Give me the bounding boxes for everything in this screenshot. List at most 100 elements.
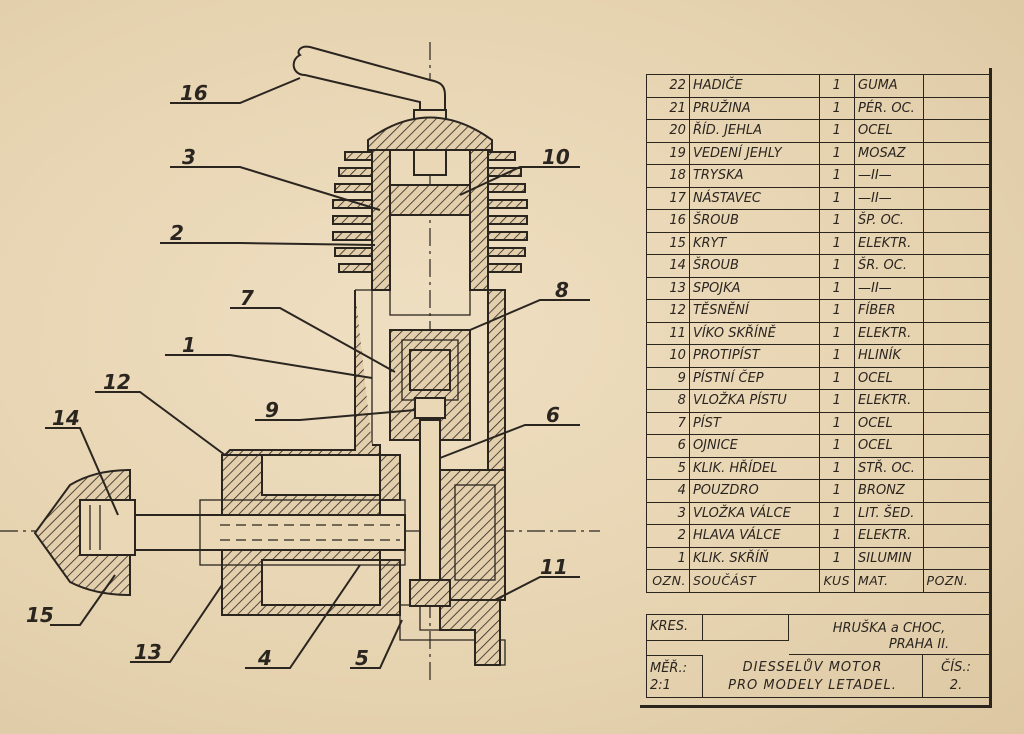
part-number: 5 <box>646 456 690 480</box>
header-note: POZN. <box>922 569 991 593</box>
part-note <box>922 501 991 525</box>
callout-9: 9 <box>265 398 279 422</box>
part-note <box>922 186 991 210</box>
title-line-1: DIESSELŮV MOTOR <box>742 660 883 675</box>
part-name: KLIK. SKŘÍŇ <box>688 546 820 570</box>
callout-14: 14 <box>52 406 80 430</box>
part-quantity: 1 <box>818 276 856 300</box>
part-quantity: 1 <box>818 389 856 413</box>
part-quantity: 1 <box>818 434 856 458</box>
part-name: HADIČE <box>688 74 820 98</box>
part-quantity: 1 <box>818 411 856 435</box>
part-material: LIT. ŠED. <box>854 501 924 525</box>
piston-pin <box>414 397 446 419</box>
part-name: HLAVA VÁLCE <box>688 524 820 548</box>
part-material: OCEL <box>854 411 924 435</box>
callout-10: 10 <box>542 145 570 169</box>
part-name: POUZDRO <box>688 479 820 503</box>
callout-8: 8 <box>555 278 569 302</box>
callout-4: 4 <box>257 646 272 670</box>
crankcase-bearing <box>221 454 401 616</box>
part-name: KLIK. HŘÍDEL <box>688 456 820 480</box>
part-number: 8 <box>646 389 690 413</box>
part-note <box>922 456 991 480</box>
scale-value: 2:1 <box>650 678 671 693</box>
part-quantity: 1 <box>818 299 856 323</box>
part-name: SPOJKA <box>688 276 820 300</box>
part-number: 14 <box>646 254 690 278</box>
part-material: ŠP. OC. <box>854 209 924 233</box>
part-note <box>922 434 991 458</box>
callout-1: 1 <box>182 333 196 357</box>
spinner-screw <box>79 499 136 556</box>
connecting-rod <box>419 419 441 591</box>
part-material: ELEKTR. <box>854 524 924 548</box>
part-material: STŘ. OC. <box>854 456 924 480</box>
part-number: 4 <box>646 479 690 503</box>
part-note <box>922 411 991 435</box>
callout-15: 15 <box>26 603 54 627</box>
part-name: NÁSTAVEC <box>688 186 820 210</box>
part-name: VEDENÍ JEHLY <box>688 141 820 165</box>
part-number: 18 <box>646 164 690 188</box>
header-quantity: KUS <box>818 569 856 593</box>
part-quantity: 1 <box>818 479 856 503</box>
part-number: 6 <box>646 434 690 458</box>
part-material: —II— <box>854 186 924 210</box>
fuel-tube <box>292 45 446 121</box>
part-quantity: 1 <box>818 501 856 525</box>
part-name: ŠROUB <box>688 209 820 233</box>
part-note <box>922 546 991 570</box>
part-material: GUMA <box>854 74 924 98</box>
header-material: MAT. <box>854 569 924 593</box>
callout-3: 3 <box>182 145 196 169</box>
part-name: VLOŽKA VÁLCE <box>688 501 820 525</box>
part-name: ŠROUB <box>688 254 820 278</box>
part-name: KRYT <box>688 231 820 255</box>
part-quantity: 1 <box>818 96 856 120</box>
kres-value <box>703 615 789 641</box>
part-note <box>922 344 991 368</box>
part-number: 22 <box>646 74 690 98</box>
part-quantity: 1 <box>818 164 856 188</box>
part-number: 10 <box>646 344 690 368</box>
scale-label: MĚŘ.: <box>650 661 687 676</box>
callout-11: 11 <box>540 555 568 579</box>
cylinder-wall-left <box>371 149 391 291</box>
callout-5: 5 <box>355 646 369 670</box>
part-name: PÍSTNÍ ČEP <box>688 366 820 390</box>
part-quantity: 1 <box>818 231 856 255</box>
callout-labels: 16 3 10 2 7 8 1 12 9 6 14 11 15 13 4 5 <box>26 81 570 670</box>
header-name: SOUČÁST <box>688 569 820 593</box>
number-block: ČÍS.: 2. <box>923 655 989 697</box>
part-material: HLINÍK <box>854 344 924 368</box>
part-number: 20 <box>646 119 690 143</box>
part-name: ŘÍD. JEHLA <box>688 119 820 143</box>
part-number: 15 <box>646 231 690 255</box>
part-note <box>922 299 991 323</box>
author-name: HRUŠKA a CHOC, <box>832 621 946 636</box>
part-quantity: 1 <box>818 209 856 233</box>
part-number: 3 <box>646 501 690 525</box>
part-note <box>922 389 991 413</box>
callout-12: 12 <box>103 370 131 394</box>
author-place: PRAHA II. <box>888 637 950 652</box>
part-material: PÉR. OC. <box>854 96 924 120</box>
crankshaft <box>129 514 406 551</box>
part-quantity: 1 <box>818 254 856 278</box>
drawing-title: DIESSELŮV MOTOR PRO MODELY LETADEL. <box>703 655 923 697</box>
part-quantity: 1 <box>818 456 856 480</box>
part-material: BRONZ <box>854 479 924 503</box>
part-name: VÍKO SKŘÍNĚ <box>688 321 820 345</box>
